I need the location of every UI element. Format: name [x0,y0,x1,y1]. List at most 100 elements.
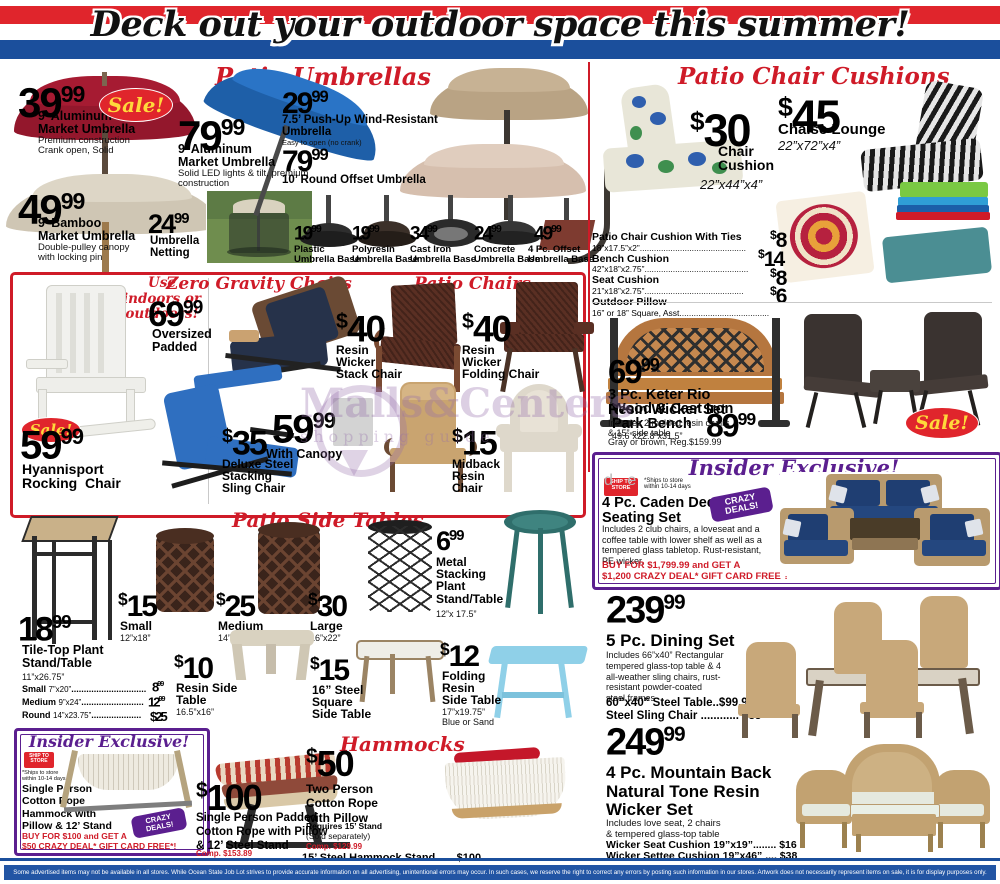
zero-gravity-padded-image [225,274,375,398]
side-table-5-size: 12”x 17.5” [436,609,477,619]
cushion-list-1-price: $14 [758,247,785,271]
sale-badge-umbrella: Sale! [100,89,172,121]
umbrella-3-name: 9’ Aluminum Market Umbrella [178,142,276,169]
side-table-0-name: Small [120,619,153,633]
cushion-list-2-size: 21”x18”x2.75” [592,286,645,297]
patio-chair-2-name: Deluxe Steel Stacking Sling Chair [222,457,294,496]
deluxe-sling-chair-image [380,382,477,494]
patio-chair-0-price: $40 [336,308,386,350]
tile-top-size-list: Small 7”x20”............................… [22,684,182,720]
rocking-chair-tagline: Use indoors or outdoors! [123,275,201,323]
insider-right-inner-border [598,458,996,584]
umbrella-0-name: 9’ Aluminum Market Umbrella [38,109,136,136]
insider-exclusive-left-box [14,728,210,856]
tile-top-row-0-price: 899 [152,679,164,695]
side-table-0-price: $15 [118,589,158,623]
umbrella-4-desc: Easy to open (no crank) [282,138,362,147]
cushion-list-1-size: 42”x18”x2.75” [592,264,645,275]
watermark-bag-icon [333,398,373,446]
cushion-list-2-name: Seat Cushion [592,274,660,287]
floral-chair-cushion-image [596,82,746,193]
side-table-6-size: 17”x19.75” Blue or Sand [442,707,495,727]
wicker-set-extra2: Wicker Settee Cushion 19”x46” .... $38 [606,850,798,862]
tile-top-name: Tile-Top Plant Stand/Table [22,643,104,670]
small-drum-table-image [156,528,214,616]
two-person-rope-hammock-image [440,744,590,848]
park-bench-image [600,312,790,442]
caden-set-name: 4 Pc. Caden Deep Seating Set [602,495,724,526]
de-logo-right: d e [604,472,642,489]
insider-left-inner-border [20,734,204,850]
resin-side-table-image [230,630,314,686]
ship-to-store-icon-right: SHIP TO STORE [604,478,638,496]
cushion-list-2-price: $8 [770,266,787,290]
wicker-set-name: 4 Pc. Mountain Back Natural Tone Resin W… [606,763,772,820]
chair-cushion-price: $30 [690,105,752,156]
cushion-list-0-name: Patio Chair Cushion With Ties [592,231,742,243]
steel-square-side-table-image [356,640,444,706]
umbrella-5-price: 7999 [282,145,329,178]
hammock-0-name: Single Person Padded Cotton Rope with Pi… [196,812,328,852]
chaise-size: 22”x72”x4” [778,138,841,153]
keter-name: 3 Pc. Keter Rio Resin Wicker Set [608,387,726,418]
hammock-0-comp: Comp. $153.89 [196,849,253,858]
side-table-2-name: Large [310,619,343,633]
zero-gravity-0-name: Oversized Padded [152,327,212,354]
patio-chair-3-name: Midback Resin Chair [452,457,501,496]
base-3-price: 2499 [474,223,502,245]
base-0-name: Plastic Umbrella Base [294,244,361,265]
umbrella-1-name: 9’ Bamboo Market Umbrella [38,216,136,243]
umbrella-base-1 [358,195,418,265]
umbrella-3-price: 7999 [178,112,245,159]
umbrella-0-desc: Premium construction Crank open, Solid [38,135,130,157]
keter-desc: Includes 2 molded resin chairs & 15” sid… [608,418,730,448]
page-title: Deck out your outdoor space this summer! [90,4,910,45]
bench-size: 49.6”x22.8”x31.5” [612,431,683,441]
tile-top-plant-stand-image [21,516,119,646]
dining-set-extra1: 60”x40” Steel Table..$99.99 [606,697,755,709]
base-4-name: 4 Pc. Offset Umbrella Base [528,244,595,265]
tile-top-size: 11”x26.75” [22,672,65,682]
base-3-name: Concrete Umbrella Base [474,244,541,265]
chair-cushion-name: Chair Cushion [718,143,774,174]
patio-chair-0-name: Resin Wicker Stack Chair [336,343,403,382]
cushion-list-0-row: 18”x17.5”x2”............................… [592,242,746,253]
tile-top-row-2: Round 14”x23.75”.................... [22,710,142,720]
hammock-offer-line1: BUY FOR $100 and GET A [22,831,127,841]
chair-cushion-size: 22”x44”x4” [700,177,763,192]
side-table-3-price: $10 [174,651,214,685]
patio-chair-3-price: $15 [452,424,498,463]
umbrella-base-2 [418,195,484,265]
side-table-4-price: $15 [310,653,350,687]
hammock-1-name: Two Person Cotton Rope with Pillow [306,782,378,825]
sale-badge-keter: Sale! [906,408,978,438]
bench-price: 8999 [706,407,756,444]
ship-note-left: *Ships to store within 10-14 days [22,770,66,783]
caden-offer-line2: $1,200 CRAZY DEAL* GIFT CARD FREE*! [602,571,788,582]
bottom-blue-line [0,858,1000,861]
ship-note-right: *Ships to store within 10-14 days [644,478,691,491]
wicker-set-price: 24999 [606,721,686,764]
cushion-list-0-price: $8 [770,228,787,252]
base-1-name: Polyresin Umbrella Base [352,244,419,265]
cushion-list-3-price: $6 [770,284,787,308]
side-table-5-name: Metal Stacking Plant Stand/Table [436,555,504,606]
umbrella-pushup-image [430,66,590,220]
umbrella-base-3 [482,195,542,265]
chaise-price: $45 [778,90,841,143]
side-table-2-size: 16”x22” [310,633,341,643]
umbrella-bamboo-image [6,170,226,332]
legal-disclaimer: Some advertised items may not be availab… [4,865,996,880]
side-table-6-name: Folding Resin Side Table [442,669,502,708]
cotton-rope-hammock-stand-image [60,748,198,820]
wicker-set-desc: Includes love seat, 2 chairs & tempered … [606,818,721,841]
side-table-2-price: $30 [308,589,348,623]
banner-white-band [0,24,1000,40]
cushion-list-2-row: 21”x18”x2.75”...........................… [592,286,744,297]
caden-offer-line1: BUY FOR $1,799.99 and GET A [602,560,741,571]
umbrella-4-name: 7.5’ Push-Up Wind-Resistant Umbrella [282,114,438,138]
side-table-5-price: 699 [436,526,465,556]
side-table-3-name: Resin Side Table [176,681,238,708]
resin-wicker-stack-chair-image [374,282,468,396]
